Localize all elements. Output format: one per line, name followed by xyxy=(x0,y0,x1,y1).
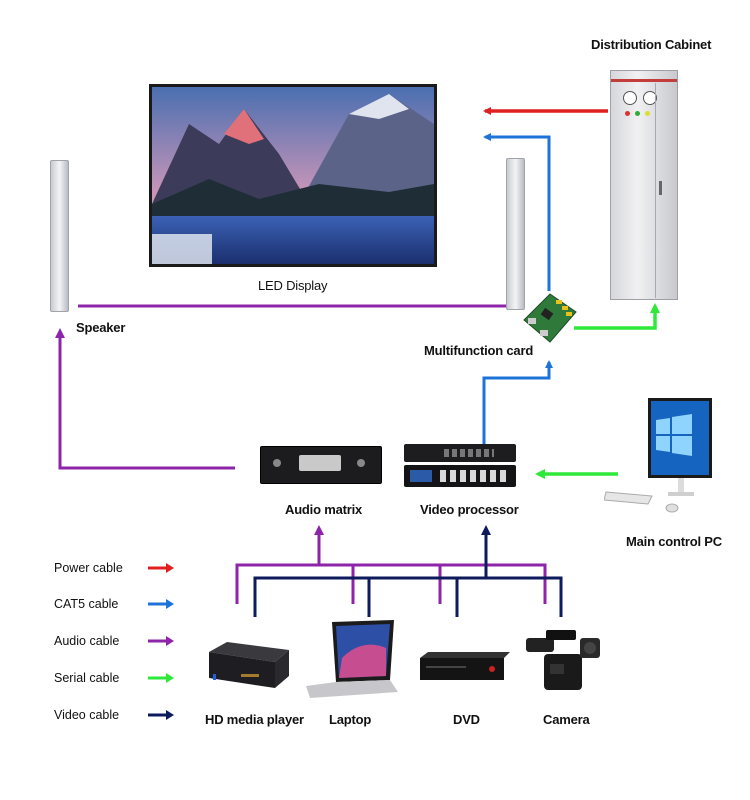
laptop xyxy=(302,618,400,700)
audio-matrix-knob-icon xyxy=(273,459,281,467)
legend-item-serial: Serial cable xyxy=(54,668,176,688)
hd-media-player xyxy=(205,640,291,698)
audio-matrix-label: Audio matrix xyxy=(285,502,363,517)
legend-arrow-icon xyxy=(148,636,174,646)
legend-item-power: Power cable xyxy=(54,558,176,578)
video-processor-buttons xyxy=(440,470,508,482)
dvd-label: DVD xyxy=(453,712,480,727)
led-display xyxy=(149,84,437,267)
distribution-cabinet-label: Distribution Cabinet xyxy=(591,37,712,52)
audio-matrix-panel xyxy=(299,455,341,471)
laptop-label: Laptop xyxy=(329,712,372,727)
cabinet-handle-icon xyxy=(659,181,662,195)
led-display-label: LED Display xyxy=(258,278,328,293)
cabinet-indicator-icon xyxy=(635,111,640,116)
speaker-left xyxy=(50,160,69,312)
video-processor-bottom-unit xyxy=(404,465,516,487)
audio-bus xyxy=(235,528,547,604)
cabinet-meter-icon xyxy=(623,91,637,105)
legend-arrow-icon xyxy=(148,710,174,720)
cat5-line-processor-to-card xyxy=(482,360,553,445)
dvd-player xyxy=(418,650,512,682)
cabinet-door-seam xyxy=(655,83,656,298)
legend-label: CAT5 cable xyxy=(54,597,119,611)
audio-line-matrix-to-speaker xyxy=(55,328,235,470)
audio-matrix xyxy=(260,446,382,484)
legend-label: Serial cable xyxy=(54,671,120,685)
distribution-cabinet xyxy=(610,70,678,300)
main-control-pc-label: Main control PC xyxy=(626,534,722,549)
legend-arrow-icon xyxy=(148,563,174,573)
camera xyxy=(524,624,604,700)
speaker-label: Speaker xyxy=(76,320,126,335)
hd-media-player-label: HD media player xyxy=(205,712,304,727)
legend-item-audio: Audio cable xyxy=(54,631,176,651)
video-processor-top-unit xyxy=(404,444,516,462)
serial-line-card-to-cabinet xyxy=(574,303,660,330)
cabinet-indicator-icon xyxy=(645,111,650,116)
legend-label: Power cable xyxy=(54,561,123,575)
video-processor xyxy=(404,444,516,488)
main-control-pc xyxy=(603,396,714,520)
audio-matrix-knob-icon xyxy=(357,459,365,467)
multifunction-card-label: Multifunction card xyxy=(424,343,534,358)
cabinet-indicator-icon xyxy=(625,111,630,116)
video-processor-ports xyxy=(444,449,494,457)
legend-arrow-icon xyxy=(148,673,174,683)
legend-label: Video cable xyxy=(54,708,120,722)
video-bus xyxy=(253,528,563,617)
legend-item-video: Video cable xyxy=(54,705,176,725)
camera-label: Camera xyxy=(543,712,590,727)
multifunction-card xyxy=(520,290,578,345)
cabinet-meter-icon xyxy=(643,91,657,105)
led-display-landscape-image xyxy=(152,87,434,264)
video-processor-display xyxy=(410,470,432,482)
legend-label: Audio cable xyxy=(54,634,120,648)
video-processor-label: Video processor xyxy=(420,502,519,517)
legend-arrow-icon xyxy=(148,599,174,609)
cat5-line-card-to-display xyxy=(483,133,551,291)
legend-item-cat5: CAT5 cable xyxy=(54,594,176,614)
speaker-right xyxy=(506,158,525,310)
cabinet-top-stripe xyxy=(611,79,677,82)
